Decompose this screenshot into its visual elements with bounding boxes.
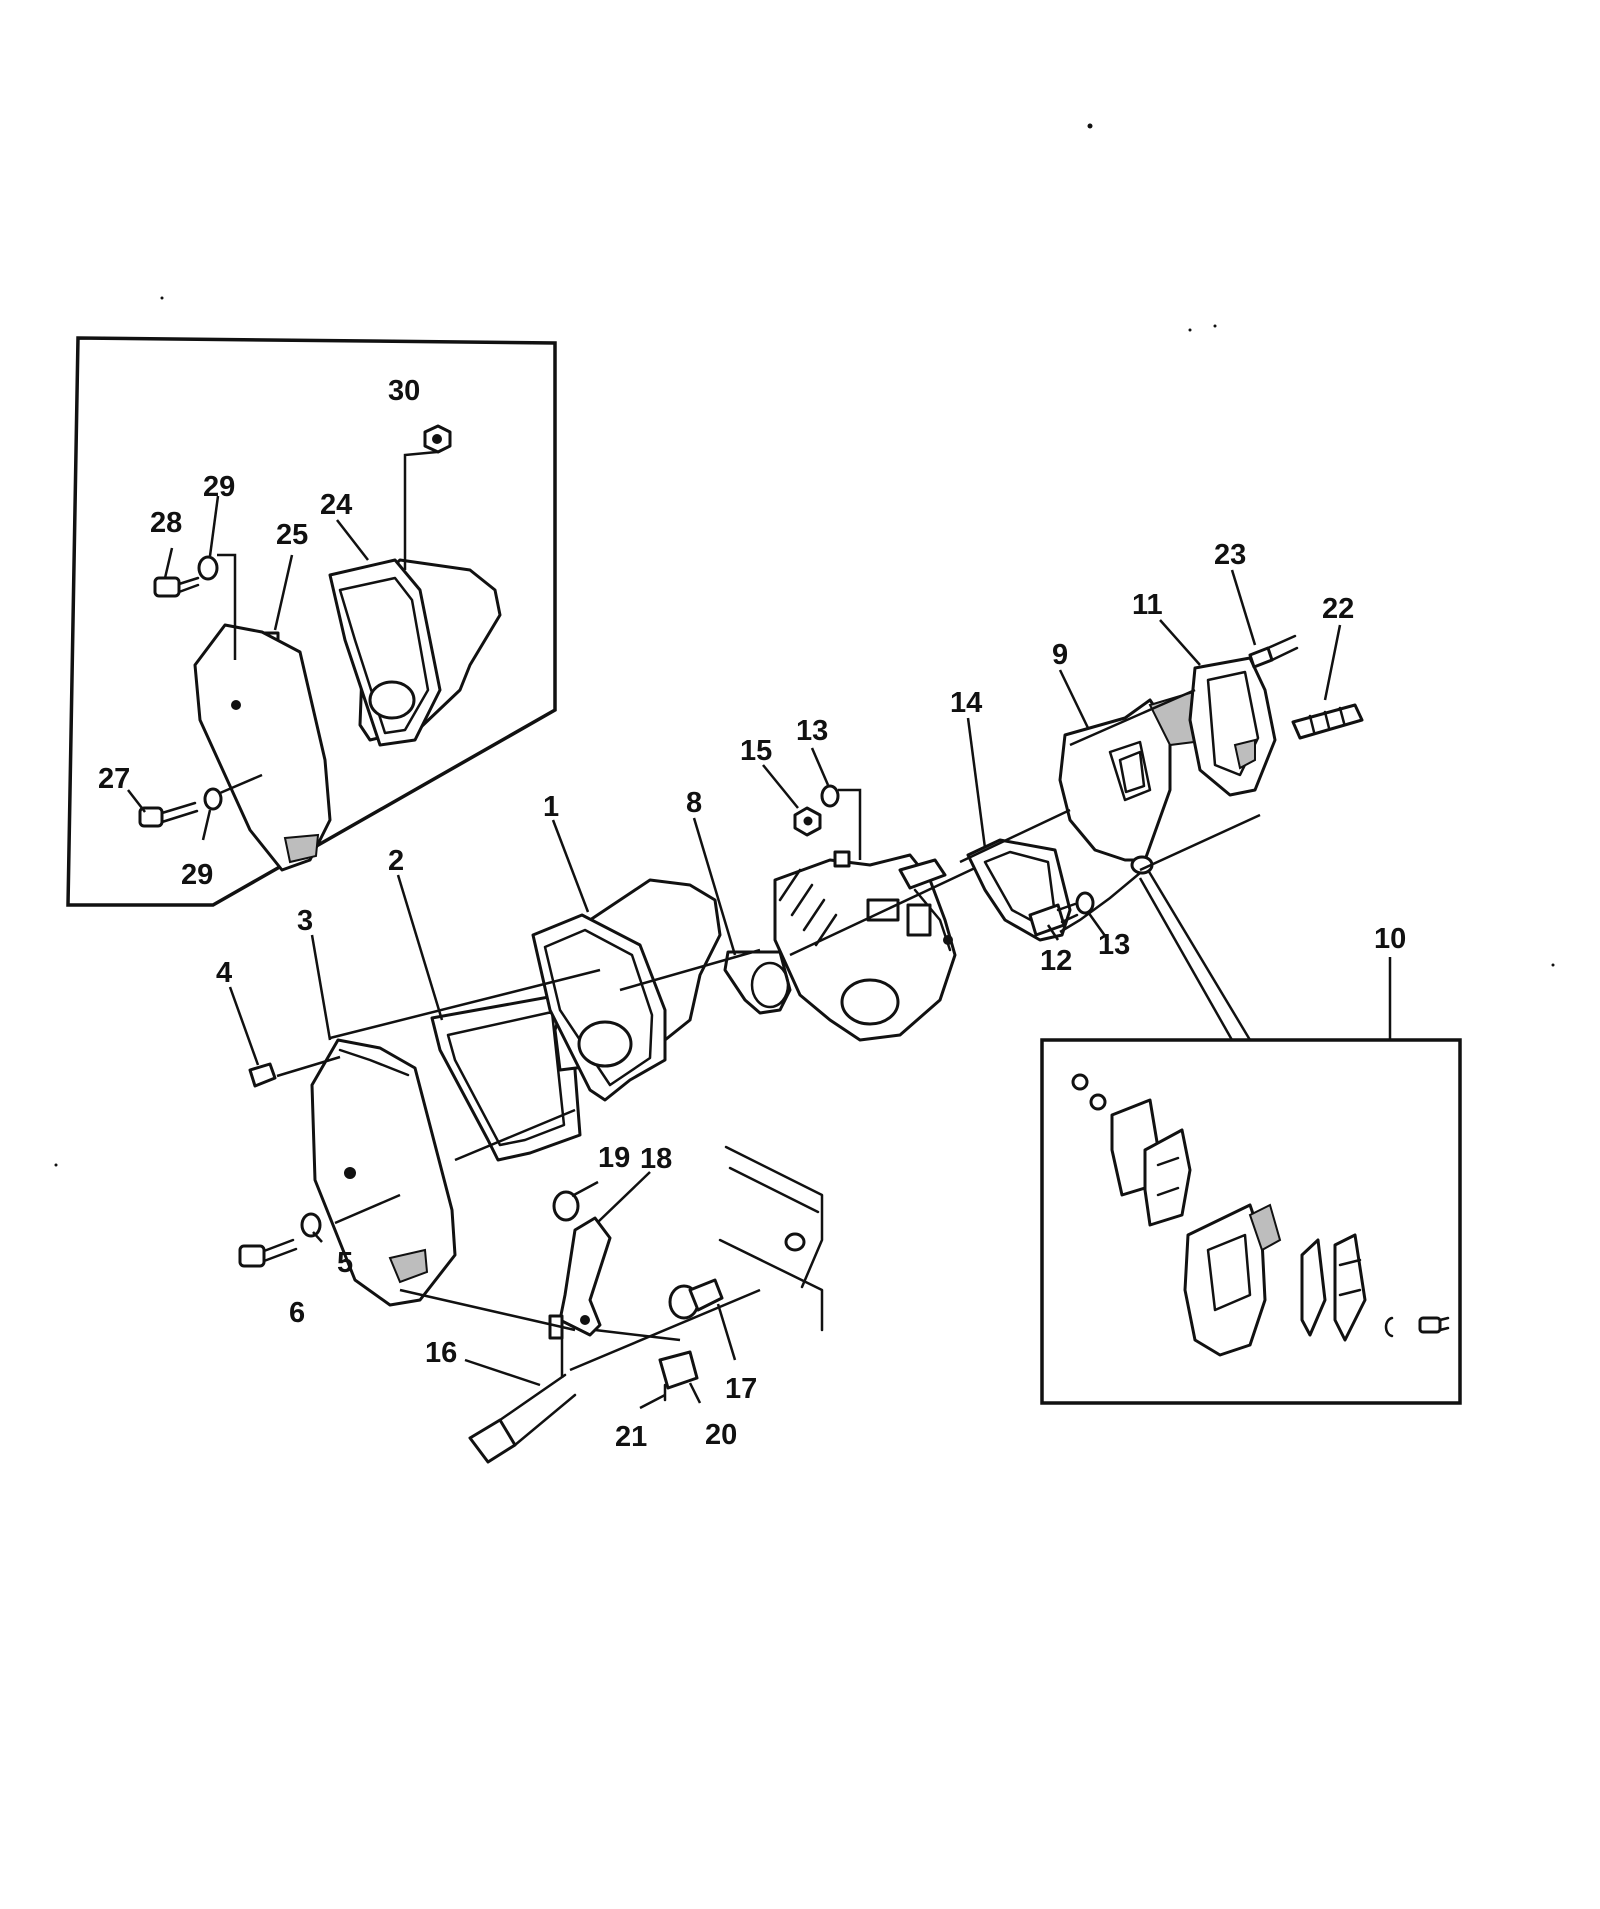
callout-28: 28	[150, 507, 182, 539]
callout-2: 2	[388, 845, 404, 877]
part-13-washer-upper	[820, 784, 862, 860]
callout-10: 10	[1374, 923, 1406, 955]
part-29-washer-upper	[197, 553, 237, 660]
part-23-stud	[1248, 634, 1299, 669]
callout-14: 14	[950, 687, 982, 719]
part-3-cover	[310, 1038, 457, 1307]
inset-air-box-detail	[66, 336, 557, 907]
part-19-bushing	[552, 1190, 580, 1222]
part-1-air-box	[531, 878, 722, 1102]
part-20-pin	[658, 1350, 699, 1390]
part-4-plug	[248, 1062, 277, 1088]
part-17-bushing	[668, 1278, 724, 1320]
callout-1: 1	[543, 791, 559, 823]
part-18-lever	[558, 1216, 612, 1337]
callout-13-upper: 13	[796, 715, 828, 747]
inset-reed-valve-detail	[1040, 1038, 1462, 1405]
callout-19: 19	[598, 1142, 630, 1174]
part-12-screw	[1028, 902, 1079, 937]
callout-20: 20	[705, 1419, 737, 1451]
callout-30: 30	[388, 375, 420, 407]
callout-29-lower: 29	[181, 859, 213, 891]
callout-8: 8	[686, 787, 702, 819]
part-8-gasket	[723, 950, 792, 1015]
assembly-axis-lines	[276, 688, 1261, 1378]
part-15-nut	[793, 806, 822, 837]
callout-21: 21	[615, 1421, 647, 1453]
callout-22: 22	[1322, 593, 1354, 625]
part-22-stud	[1291, 703, 1364, 740]
part-11-gasket	[1188, 656, 1277, 797]
callout-27: 27	[98, 763, 130, 795]
callout-4: 4	[216, 957, 232, 989]
part-24-air-box	[328, 558, 502, 747]
callout-15: 15	[740, 735, 772, 767]
callout-9: 9	[1052, 639, 1068, 671]
main-exploded-view	[228, 569, 1392, 1464]
part-5-washer	[300, 1212, 322, 1238]
callout-16: 16	[425, 1337, 457, 1369]
callout-18: 18	[640, 1143, 672, 1175]
part-30-nut	[403, 424, 452, 570]
callout-24: 24	[320, 489, 352, 521]
part-6-screw	[238, 1238, 298, 1268]
scan-specks	[54, 123, 1555, 1167]
callout-3: 3	[297, 905, 313, 937]
callout-25: 25	[276, 519, 308, 551]
callout-12: 12	[1040, 945, 1072, 977]
inset-frame-upper-left	[66, 336, 557, 907]
callout-23: 23	[1214, 539, 1246, 571]
callout-13-lower: 13	[1098, 929, 1130, 961]
part-29-washer-lower	[203, 773, 263, 811]
callout-leaders	[228, 569, 1392, 1410]
part-27-screw	[138, 801, 199, 828]
inset-reed-parts	[1071, 1073, 1450, 1357]
engine-panel	[718, 1145, 824, 1332]
carburetor-body	[773, 850, 957, 1042]
callout-5: 5	[337, 1247, 353, 1279]
callout-17: 17	[725, 1373, 757, 1405]
callout-29-upper: 29	[203, 471, 235, 503]
callout-11: 11	[1132, 589, 1163, 621]
callout-6: 6	[289, 1297, 305, 1329]
part-13-washer-lower	[1075, 891, 1095, 915]
callout-labels: 1 2 3 4 5 6 8 9 10 11 12 13 13 14 15 16 …	[98, 375, 1406, 1453]
inset-cover	[193, 623, 332, 872]
part-16-knob-shaft	[468, 1314, 577, 1464]
inset-frame-lower-right	[1040, 1038, 1462, 1405]
part-28-screw	[153, 576, 200, 598]
